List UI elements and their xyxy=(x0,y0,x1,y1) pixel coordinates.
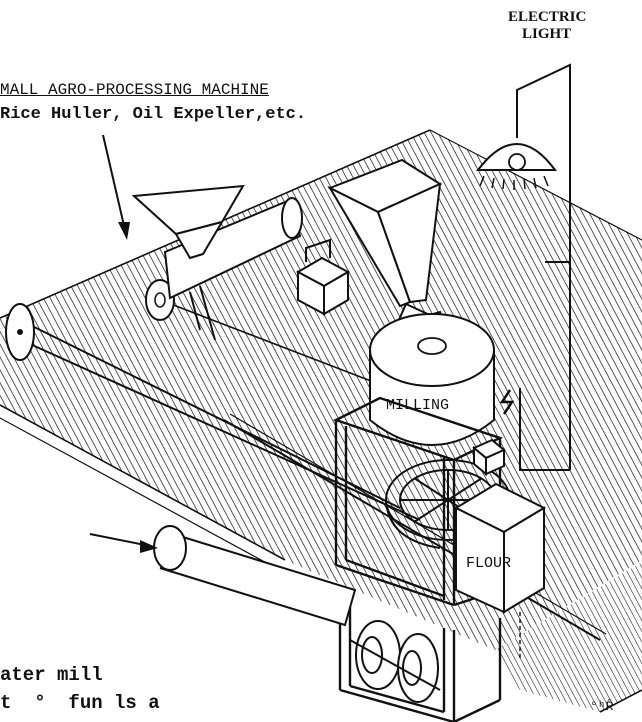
drive-shaft xyxy=(223,413,607,641)
machine-subtitle: Rice Huller, Oil Expeller,etc. xyxy=(0,105,307,124)
machine-arrow xyxy=(102,134,130,240)
penstock-pipe xyxy=(89,525,357,627)
huller-machine xyxy=(131,184,303,341)
left-pulley xyxy=(5,279,175,361)
floor-platform xyxy=(0,129,642,713)
milling-label: MILLING xyxy=(386,397,450,414)
caption-line1: ater mill xyxy=(0,664,103,686)
motor-box xyxy=(295,238,351,316)
milling-drum xyxy=(369,313,495,446)
electric-label-line1: ELECTRIC xyxy=(508,9,587,25)
caption-line2: t ° fun ls a xyxy=(0,694,172,714)
machine-title: MALL AGRO-PROCESSING MACHINE xyxy=(0,81,269,99)
electric-label-line2: LIGHT xyxy=(522,26,572,42)
frame-tower xyxy=(332,396,504,722)
electric-light xyxy=(475,63,571,471)
flour-box xyxy=(453,482,547,660)
flour-label: FLOUR xyxy=(466,555,512,572)
corner-mark: °ʰȒ xyxy=(590,699,614,714)
turbine-runners xyxy=(349,620,441,703)
